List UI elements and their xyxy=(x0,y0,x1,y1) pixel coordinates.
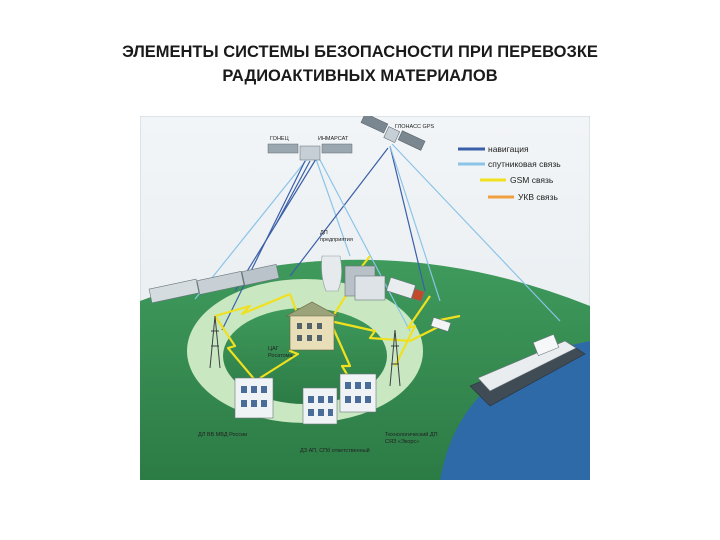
label-nsc: ЦАГ xyxy=(268,346,279,352)
water xyxy=(440,341,590,480)
label-bottom-right-2: СЯЗ «Экорс» xyxy=(385,439,419,445)
escort-car xyxy=(430,317,452,332)
slide-title: ЭЛЕМЕНТЫ СИСТЕМЫ БЕЗОПАСНОСТИ ПРИ ПЕРЕВО… xyxy=(40,40,680,88)
title-line-2: РАДИОАКТИВНЫХ МАТЕРИАЛОВ xyxy=(222,67,498,85)
legend-label: навигация xyxy=(488,144,529,154)
satellite-gonets xyxy=(267,143,353,161)
label-bottom-left: ДЛ ВВ МВД России xyxy=(198,432,247,438)
ship xyxy=(469,333,586,407)
label-satellite-glonass: ГЛОНАСС GPS xyxy=(395,124,434,130)
label-dp: ДП xyxy=(320,230,328,236)
satellite-beams xyxy=(194,143,561,332)
label-satellite-inmarsat: ИНМАРСАТ xyxy=(318,136,349,142)
label-satellite-gonets: ГОНЕЦ xyxy=(270,136,289,142)
office-building-middle xyxy=(302,387,338,425)
train xyxy=(148,264,280,304)
office-building-left xyxy=(234,377,274,419)
legend-item-gsm: GSM связь xyxy=(480,175,554,185)
security-system-illustration: ГОНЕЦ ИНМАРСАТ ГЛОНАСС GPS навигация спу… xyxy=(140,116,590,480)
office-building-right xyxy=(339,373,377,413)
industrial-plant xyxy=(321,255,386,301)
title-line-1: ЭЛЕМЕНТЫ СИСТЕМЫ БЕЗОПАСНОСТИ ПРИ ПЕРЕВО… xyxy=(122,43,598,61)
label-bottom-middle: ДЗ АП, СПб ответственный xyxy=(300,447,370,454)
central-building xyxy=(285,301,339,351)
label-nsc-rosatom: Росатома xyxy=(268,353,293,359)
radio-towers xyxy=(209,315,401,387)
legend-label: GSM связь xyxy=(510,175,554,185)
illustration-svg: ГОНЕЦ ИНМАРСАТ ГЛОНАСС GPS навигация спу… xyxy=(140,116,590,480)
legend: навигация спутниковая связь GSM связь УК… xyxy=(458,144,561,202)
truck xyxy=(386,276,425,302)
legend-label: спутниковая связь xyxy=(488,159,561,169)
label-bottom-right-1: Технологический ДП xyxy=(385,431,438,438)
legend-item-vhf: УКВ связь xyxy=(488,192,559,202)
satellite-glonass xyxy=(360,116,426,151)
legend-item-satellite: спутниковая связь xyxy=(458,159,561,169)
legend-label: УКВ связь xyxy=(518,192,559,202)
legend-item-navigation: навигация xyxy=(458,144,529,154)
label-dp-enterprise: предприятия xyxy=(320,237,353,243)
